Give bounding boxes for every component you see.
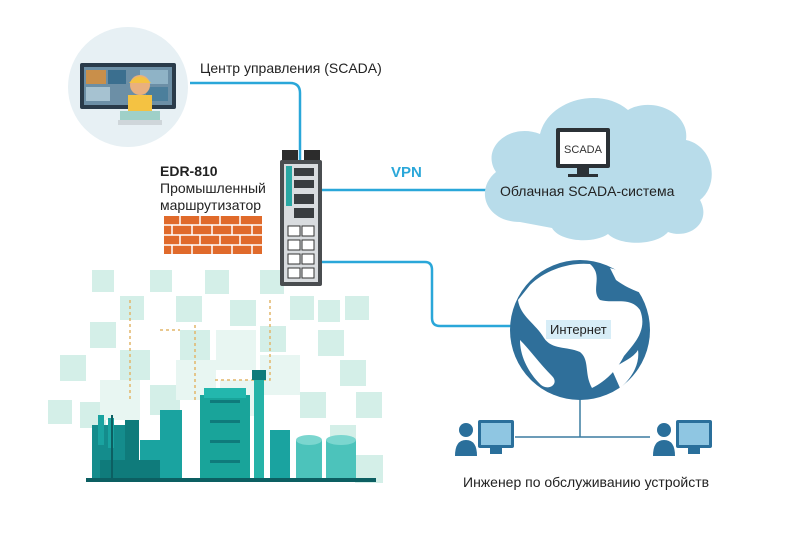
plant-pipes	[129, 300, 271, 400]
engineer-workstation-right-icon	[653, 420, 712, 456]
engineer-workstation-left-icon	[455, 420, 514, 456]
operator-monitor-icon	[68, 27, 188, 147]
plant-background-blocks	[48, 270, 383, 483]
industrial-plant-icon	[86, 370, 376, 482]
vpn-label: VPN	[391, 164, 422, 181]
brick-firewall-icon	[164, 216, 262, 254]
router-desc-line1: Промышленный	[160, 180, 266, 196]
plant-background-blocks-light	[100, 330, 300, 420]
cloud-monitor-text: SCADA	[564, 144, 603, 156]
cloud-scada-label: Облачная SCADA-система	[500, 183, 675, 199]
router-desc-line2: маршрутизатор	[160, 197, 262, 213]
cloud-icon	[484, 97, 712, 243]
internet-label: Интернет	[546, 320, 611, 339]
network-links	[190, 81, 512, 328]
scada-center-label: Центр управления (SCADA)	[200, 60, 382, 76]
router-device-icon	[280, 150, 322, 286]
router-model-label: EDR-810	[160, 163, 218, 179]
engineer-links	[515, 395, 650, 438]
engineer-label: Инженер по обслуживанию устройств	[463, 474, 710, 490]
